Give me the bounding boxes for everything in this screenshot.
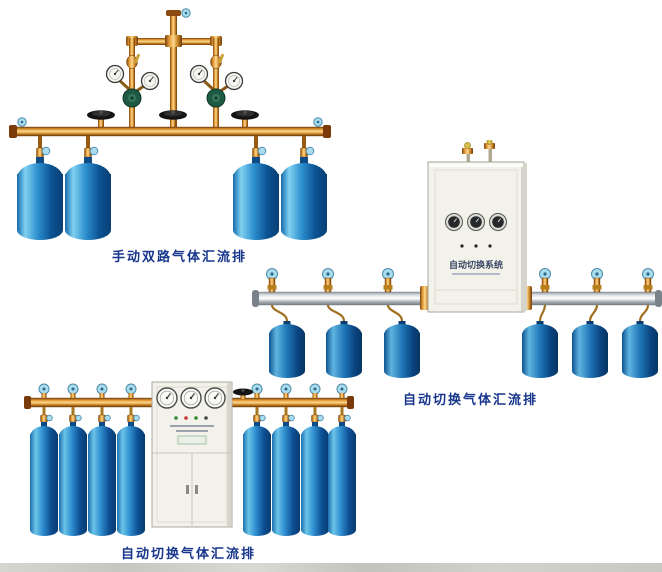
cylinder-connection-valve bbox=[311, 406, 324, 423]
manual-valve-handwheel bbox=[233, 388, 253, 399]
gas-cylinder bbox=[326, 321, 362, 378]
manual-valve-handwheel bbox=[87, 110, 115, 129]
manual-dual-manifold-illustration bbox=[9, 8, 331, 240]
gas-cylinder bbox=[243, 422, 271, 536]
cylinder-station-valve bbox=[38, 383, 50, 399]
manual-valve-handwheel bbox=[231, 110, 259, 129]
cylinder-station-valve bbox=[642, 268, 654, 293]
indicator-led bbox=[174, 416, 178, 420]
pressure-regulator bbox=[206, 88, 226, 108]
bottom-edge-strip bbox=[0, 563, 662, 572]
cylinder-station-valve bbox=[96, 383, 108, 399]
cylinder-station-valve bbox=[309, 383, 321, 399]
pressure-gauge bbox=[224, 71, 244, 91]
cylinder-connection-valve bbox=[40, 406, 53, 423]
control-cabinet bbox=[151, 381, 233, 528]
auto-manifold-floor-illustration bbox=[24, 381, 356, 536]
gas-cylinder bbox=[522, 321, 558, 378]
cylinder-station-valve bbox=[539, 268, 551, 293]
cylinder-connection-valve bbox=[338, 406, 351, 423]
gas-cylinder bbox=[59, 422, 87, 536]
cylinder-connection-valve bbox=[282, 406, 295, 423]
cabinet-gauge bbox=[204, 387, 226, 409]
cabinet-door-handle bbox=[195, 485, 198, 494]
inlet-header-assembly bbox=[126, 8, 225, 128]
gas-cylinder bbox=[17, 157, 63, 240]
outlet-valve-knob bbox=[181, 8, 191, 18]
regulator-station-left bbox=[105, 64, 160, 108]
cabinet-gauge bbox=[156, 387, 178, 409]
gas-cylinder bbox=[65, 157, 111, 240]
control-cabinet: 自动切换系统 bbox=[427, 161, 527, 313]
cabinet-gauge bbox=[445, 213, 463, 231]
gas-cylinder bbox=[117, 422, 145, 536]
ball-valve bbox=[126, 52, 141, 69]
cylinder-connection-valve bbox=[84, 135, 99, 158]
product-caption-auto-wall: 自动切换气体汇流排 bbox=[403, 393, 539, 408]
indicator-led bbox=[488, 244, 492, 248]
cylinder-connection-valve bbox=[98, 406, 111, 423]
cylinder-station-valve bbox=[266, 268, 278, 293]
indicator-led bbox=[474, 244, 478, 248]
cabinet-gauge bbox=[467, 213, 485, 231]
pressure-gauge bbox=[105, 64, 125, 84]
gas-cylinder bbox=[622, 321, 658, 378]
gas-cylinder bbox=[301, 422, 329, 536]
manual-valve-handwheel bbox=[159, 110, 187, 129]
product-caption-auto-floor: 自动切换气体汇流排 bbox=[121, 547, 257, 562]
pressure-regulator bbox=[122, 88, 142, 108]
inlet-valve-knob bbox=[464, 142, 471, 149]
cabinet-label: 自动切换系统 bbox=[449, 259, 503, 271]
cylinder-connection-valve bbox=[127, 406, 140, 423]
indicator-led bbox=[184, 416, 188, 420]
gas-cylinder bbox=[30, 422, 58, 536]
cylinder-station-valve bbox=[125, 383, 137, 399]
gas-cylinder bbox=[572, 321, 608, 378]
cylinder-connection-valve bbox=[253, 406, 266, 423]
cabinet-door-handle bbox=[186, 485, 189, 494]
end-valve-knob bbox=[17, 117, 27, 127]
product-caption-manual-dual: 手动双路气体汇流排 bbox=[112, 250, 248, 265]
gas-cylinder bbox=[269, 321, 305, 378]
pressure-gauge bbox=[189, 64, 209, 84]
cabinet-gauge bbox=[489, 213, 507, 231]
pressure-gauge bbox=[140, 71, 160, 91]
cylinder-connection-valve bbox=[36, 135, 51, 158]
auto-manifold-wall-illustration: 自动切换系统 bbox=[252, 140, 662, 378]
cylinder-connection-valve bbox=[69, 406, 82, 423]
cabinet-gauge bbox=[180, 387, 202, 409]
cylinder-station-valve bbox=[280, 383, 292, 399]
cylinder-station-valve bbox=[591, 268, 603, 293]
gas-cylinder bbox=[384, 321, 420, 378]
regulator-station-right bbox=[189, 64, 244, 108]
gas-cylinder bbox=[272, 422, 300, 536]
ball-valve bbox=[210, 52, 225, 69]
cylinder-station-valve bbox=[336, 383, 348, 399]
inlet-valve-knob bbox=[486, 140, 493, 145]
indicator-led bbox=[460, 244, 464, 248]
cylinder-station-valve bbox=[67, 383, 79, 399]
cylinder-station-valve bbox=[251, 383, 263, 399]
end-valve-knob bbox=[313, 117, 323, 127]
cabinet-inlet-pipes bbox=[462, 140, 495, 164]
cylinder-station-valve bbox=[322, 268, 334, 293]
cylinder-station-valve bbox=[382, 268, 394, 293]
connection-hoses bbox=[270, 304, 650, 322]
indicator-led bbox=[204, 416, 208, 420]
gas-cylinder bbox=[88, 422, 116, 536]
manifold-pipe bbox=[9, 117, 331, 138]
indicator-led bbox=[194, 416, 198, 420]
gas-cylinder bbox=[328, 422, 356, 536]
